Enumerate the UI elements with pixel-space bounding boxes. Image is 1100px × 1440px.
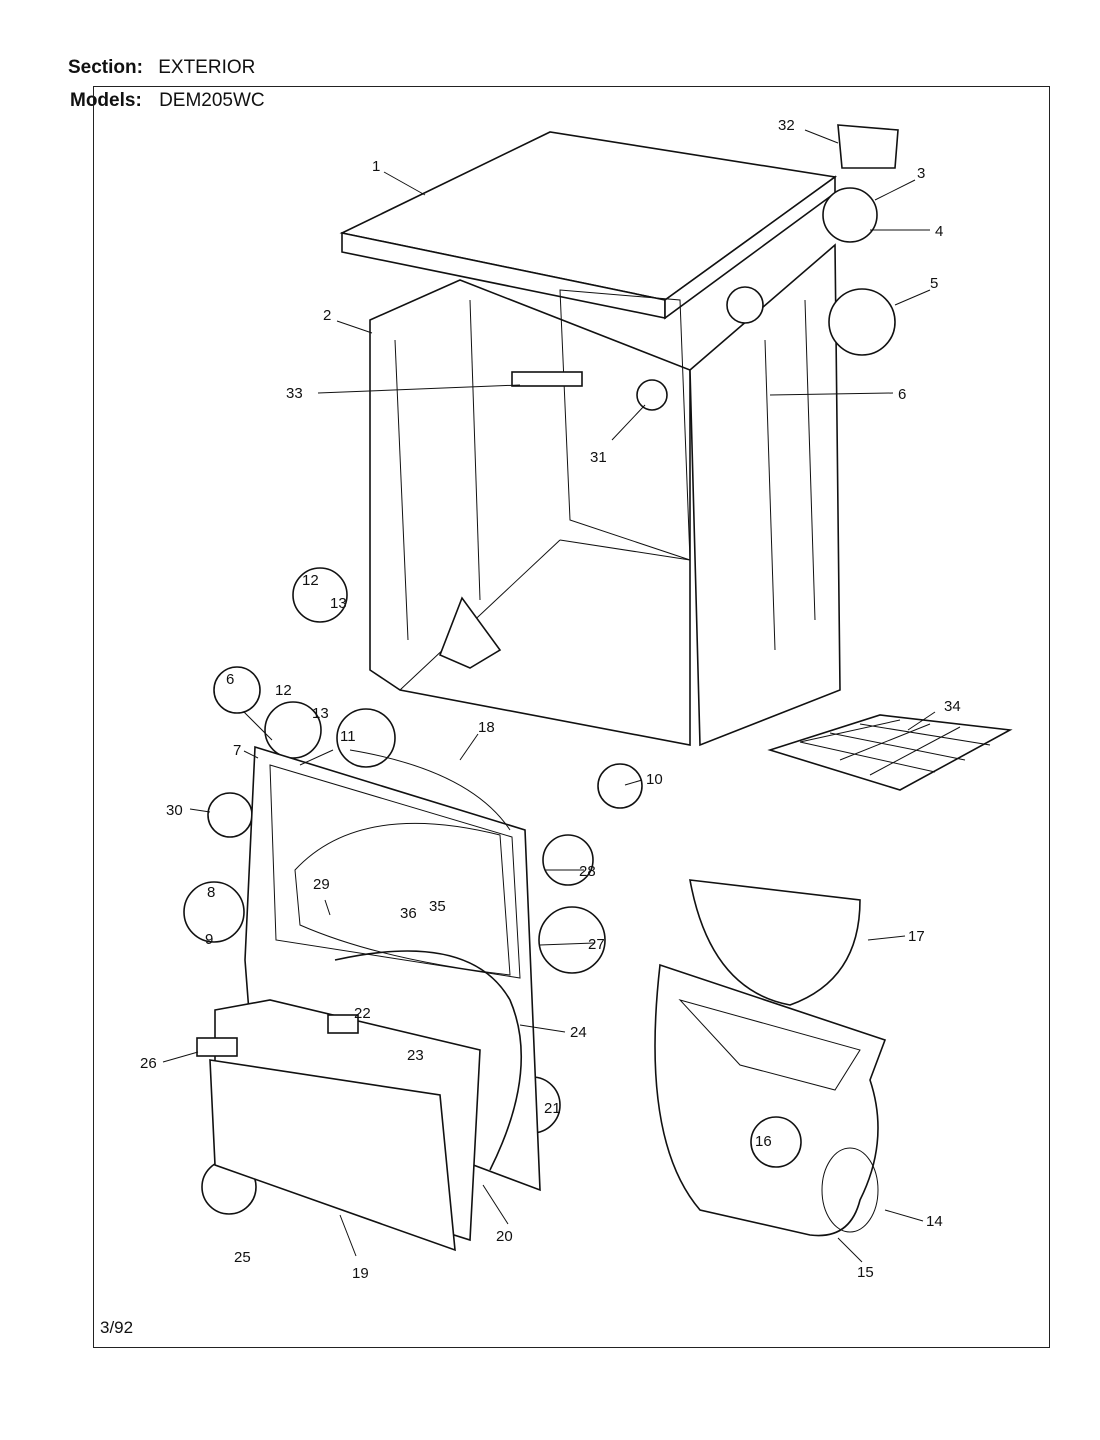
cabinet — [369, 243, 841, 747]
section-label: Section: — [68, 57, 143, 78]
callout-22: 22 — [354, 1005, 371, 1022]
callout-29: 29 — [313, 876, 330, 893]
top-panel — [339, 131, 838, 320]
callout-31: 31 — [590, 449, 607, 466]
callout-26: 26 — [140, 1055, 157, 1072]
section-value: EXTERIOR — [158, 57, 256, 78]
callout-7: 7 — [233, 742, 241, 759]
callout-10: 10 — [646, 771, 663, 788]
models-value: DEM205WC — [159, 90, 265, 111]
callout-33: 33 — [286, 385, 303, 402]
callout-30: 30 — [166, 802, 183, 819]
callout-11: 11 — [340, 728, 356, 745]
callout-13-cabinet: 13 — [330, 595, 347, 612]
models-header: Models: DEM205WC — [70, 90, 265, 112]
callout-9: 9 — [205, 931, 213, 948]
callout-12-cabinet: 12 — [302, 572, 319, 589]
diagram-frame — [93, 86, 1050, 1348]
callout-32: 32 — [778, 117, 795, 134]
revision-date: 3/92 — [100, 1318, 134, 1337]
callout-8: 8 — [207, 884, 215, 901]
callout-4: 4 — [935, 223, 943, 240]
callout-19: 19 — [352, 1265, 369, 1282]
callout-36: 36 — [400, 905, 417, 922]
callout-5: 5 — [930, 275, 938, 292]
callout-28: 28 — [579, 863, 596, 880]
callout-6-cabinet: 6 — [898, 386, 906, 403]
callout-21: 21 — [544, 1100, 561, 1117]
callout-1: 1 — [372, 158, 380, 175]
callout-labels: 1 2 3 4 5 6 6 7 8 9 10 11 12 13 12 13 14… — [140, 117, 961, 1282]
callout-27: 27 — [588, 936, 605, 953]
callout-6-front: 6 — [226, 671, 234, 688]
callout-14: 14 — [926, 1213, 943, 1230]
callout-12-front: 12 — [275, 682, 292, 699]
door — [196, 999, 481, 1252]
callout-20: 20 — [496, 1228, 513, 1245]
callout-16: 16 — [755, 1133, 772, 1150]
callout-24: 24 — [570, 1024, 587, 1041]
lint-filter-and-duct — [654, 879, 887, 1237]
models-label: Models: — [70, 90, 142, 111]
callout-2: 2 — [323, 307, 331, 324]
rack — [767, 714, 1013, 791]
section-header: Section: EXTERIOR — [68, 57, 255, 79]
callout-3: 3 — [917, 165, 925, 182]
callout-25: 25 — [234, 1249, 251, 1266]
callout-15: 15 — [857, 1264, 874, 1281]
callout-34: 34 — [944, 698, 961, 715]
callout-18: 18 — [478, 719, 495, 736]
callout-17: 17 — [908, 928, 925, 945]
callout-13-front: 13 — [312, 705, 329, 722]
callout-23: 23 — [407, 1047, 424, 1064]
callout-35: 35 — [429, 898, 446, 915]
leader-lines — [162, 129, 936, 1263]
